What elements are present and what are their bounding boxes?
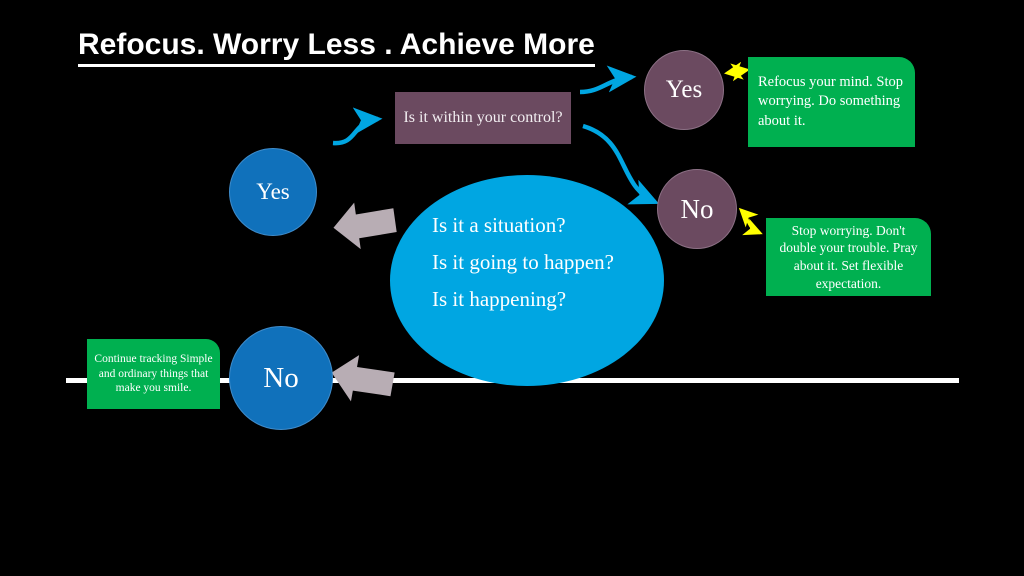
circle-yes-situation[interactable]: Yes (229, 148, 317, 236)
gray-block-arrow-lower (331, 355, 395, 402)
main-question-text: Is it a situation? Is it going to happen… (432, 213, 627, 311)
advice-box-refocus[interactable]: Refocus your mind. Stop worrying. Do som… (748, 57, 915, 147)
advice-box-continue-tracking[interactable]: Continue tracking Simple and ordinary th… (87, 339, 220, 409)
yellow-arrow-no-to-advice (738, 207, 763, 236)
circle-no-control[interactable]: No (657, 169, 737, 249)
advice-box-continue-tracking-text: Continue tracking Simple and ordinary th… (94, 352, 213, 395)
circle-yes-control[interactable]: Yes (644, 50, 724, 130)
blue-arrow-to-yes (579, 65, 637, 95)
main-question-line-2: Is it going to happen? (432, 249, 614, 274)
blue-arrow-into-decision (332, 107, 383, 146)
page-title: Refocus. Worry Less . Achieve More (78, 28, 595, 67)
main-question-line-3: Is it happening? (432, 286, 567, 311)
advice-box-stop-worrying-text: Stop worrying. Don't double your trouble… (779, 222, 918, 291)
gray-block-arrow-upper (333, 202, 397, 250)
yellow-arrow-yes-to-advice (724, 61, 750, 82)
decision-box-is-it-within-your-control[interactable]: Is it within your control? (395, 92, 571, 144)
advice-box-refocus-text: Refocus your mind. Stop worrying. Do som… (758, 74, 903, 129)
advice-box-stop-worrying[interactable]: Stop worrying. Don't double your trouble… (766, 218, 931, 296)
main-question-line-1: Is it a situation? (432, 213, 566, 237)
circle-no-situation[interactable]: No (229, 326, 333, 430)
main-question-ellipse[interactable]: Is it a situation? Is it going to happen… (390, 175, 664, 386)
